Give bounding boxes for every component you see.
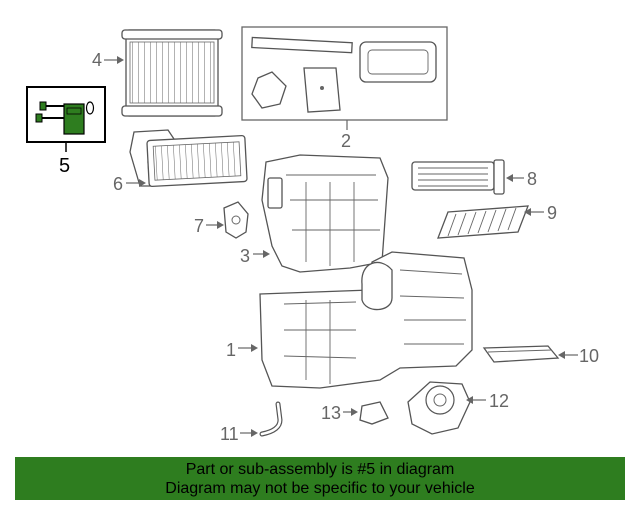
callout-10: 10	[558, 346, 599, 366]
svg-text:11: 11	[220, 424, 239, 444]
svg-text:8: 8	[527, 169, 537, 189]
banner-line-2: Diagram may not be specific to your vehi…	[165, 480, 475, 497]
callout-11: 11	[220, 424, 258, 444]
callout-13: 13	[321, 403, 358, 423]
callout-7: 7	[194, 216, 224, 236]
part-3-upper-case[interactable]	[261, 154, 389, 273]
svg-text:6: 6	[113, 174, 123, 194]
part-2-kit-group[interactable]	[241, 26, 448, 121]
part-11-drain-hose[interactable]	[259, 401, 283, 437]
callout-12: 12	[466, 391, 509, 411]
part-9-grille[interactable]	[437, 205, 529, 239]
part-7-actuator[interactable]	[223, 201, 249, 239]
part-10-cabin-filter[interactable]	[482, 345, 560, 363]
callout-4: 4	[92, 50, 124, 70]
callout-6: 6	[113, 174, 146, 194]
part-5-highlighted-parts[interactable]	[26, 86, 106, 143]
part-13-resistor[interactable]	[359, 401, 389, 425]
svg-text:4: 4	[92, 50, 102, 70]
svg-text:2: 2	[341, 131, 351, 151]
part-4-evaporator-core[interactable]	[121, 29, 223, 117]
callout-2: 2	[341, 120, 351, 151]
callout-9: 9	[524, 203, 557, 223]
banner-line-1: Part or sub-assembly is #5 in diagram	[185, 461, 455, 478]
info-banner: Part or sub-assembly is #5 in diagram Di…	[15, 457, 625, 500]
svg-text:1: 1	[226, 340, 236, 360]
part-1-hvac-case[interactable]	[259, 251, 473, 389]
callout-1: 1	[226, 340, 258, 360]
part-8-blend-door[interactable]	[411, 159, 505, 195]
svg-text:10: 10	[579, 346, 599, 366]
svg-text:9: 9	[547, 203, 557, 223]
callout-8: 8	[506, 169, 537, 189]
svg-text:7: 7	[194, 216, 204, 236]
part-6-heater-core[interactable]	[129, 129, 248, 188]
callout-5: 5	[59, 142, 70, 177]
svg-text:3: 3	[240, 246, 250, 266]
part-12-blower-motor[interactable]	[407, 381, 471, 435]
callout-3: 3	[240, 246, 270, 266]
svg-text:13: 13	[321, 403, 341, 423]
svg-text:12: 12	[489, 391, 509, 411]
svg-text:5: 5	[59, 155, 70, 177]
